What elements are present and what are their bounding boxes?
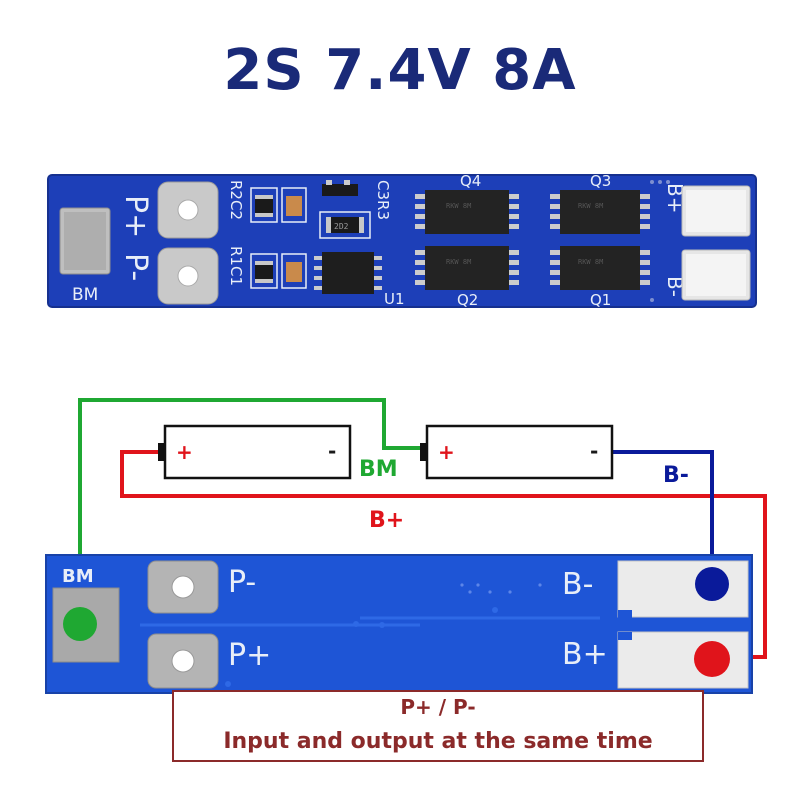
b-plus-connection-dot <box>694 641 730 677</box>
wiring: + - + - BM B- B+ <box>78 398 767 659</box>
cell1-minus: - <box>328 439 336 463</box>
top-r1c1-label: R1C1 <box>227 246 245 286</box>
bottom-bm-label: BM <box>62 566 94 587</box>
svg-text:RKW 8M: RKW 8M <box>578 202 603 210</box>
bm-wire-label: BM <box>359 457 398 482</box>
svg-text:RKW 8M: RKW 8M <box>446 258 471 266</box>
svg-text:2D2: 2D2 <box>334 222 349 231</box>
bottom-b-minus-pad <box>617 560 749 618</box>
svg-text:RKW 8M: RKW 8M <box>578 258 603 266</box>
cell2-plus: + <box>438 440 455 464</box>
svg-text:RKW 8M: RKW 8M <box>446 202 471 210</box>
blue-b-minus-wire <box>612 450 714 584</box>
top-u1-chip <box>314 252 382 294</box>
b-minus-wire-label: B- <box>663 463 689 488</box>
top-q2-chip <box>415 246 519 290</box>
bottom-b-minus-label: B- <box>562 567 593 602</box>
cell2-minus: - <box>590 439 598 463</box>
bottom-board: BM P- P+ B- B+ <box>45 554 753 694</box>
io-note-text: Input and output at the same time <box>223 729 653 754</box>
top-r2c2-label: R2C2 <box>227 180 245 220</box>
top-q1-label: Q1 <box>590 291 611 309</box>
cell1-plus: + <box>176 440 193 464</box>
top-p-plus-label: P+ <box>118 195 153 238</box>
bottom-p-plus-label: P+ <box>228 638 271 673</box>
battery-cell-2: + - <box>420 424 614 480</box>
red-b-plus-wire <box>120 450 767 659</box>
bm-connection-dot <box>63 607 97 641</box>
bottom-b-plus-label: B+ <box>562 637 608 672</box>
top-board: BM P+ P- R2C2 R1C1 2D2 C3R3 <box>47 172 757 309</box>
green-bm-wire <box>78 398 426 624</box>
top-b-minus-label: B- <box>663 276 687 297</box>
top-p-minus-label: P- <box>118 253 153 281</box>
top-q4-label: Q4 <box>460 172 481 190</box>
top-u1-label: U1 <box>384 290 405 308</box>
b-plus-wire-label: B+ <box>369 508 404 533</box>
battery-cell-1: + - <box>158 424 352 480</box>
io-note-box: P+ / P- Input and output at the same tim… <box>172 690 704 762</box>
top-q3-chip <box>550 190 650 234</box>
io-note-title: P+ / P- <box>400 695 476 719</box>
bottom-p-minus-label: P- <box>228 565 256 600</box>
page-title: 2S 7.4V 8A <box>223 38 577 103</box>
b-minus-connection-dot <box>695 567 729 601</box>
top-q3-label: Q3 <box>590 172 611 190</box>
top-q1-chip <box>550 246 650 290</box>
top-c3r3-label: C3R3 <box>374 180 392 220</box>
top-bm-label: BM <box>72 285 98 305</box>
top-q2-label: Q2 <box>457 291 478 309</box>
top-q4-chip <box>415 190 519 234</box>
